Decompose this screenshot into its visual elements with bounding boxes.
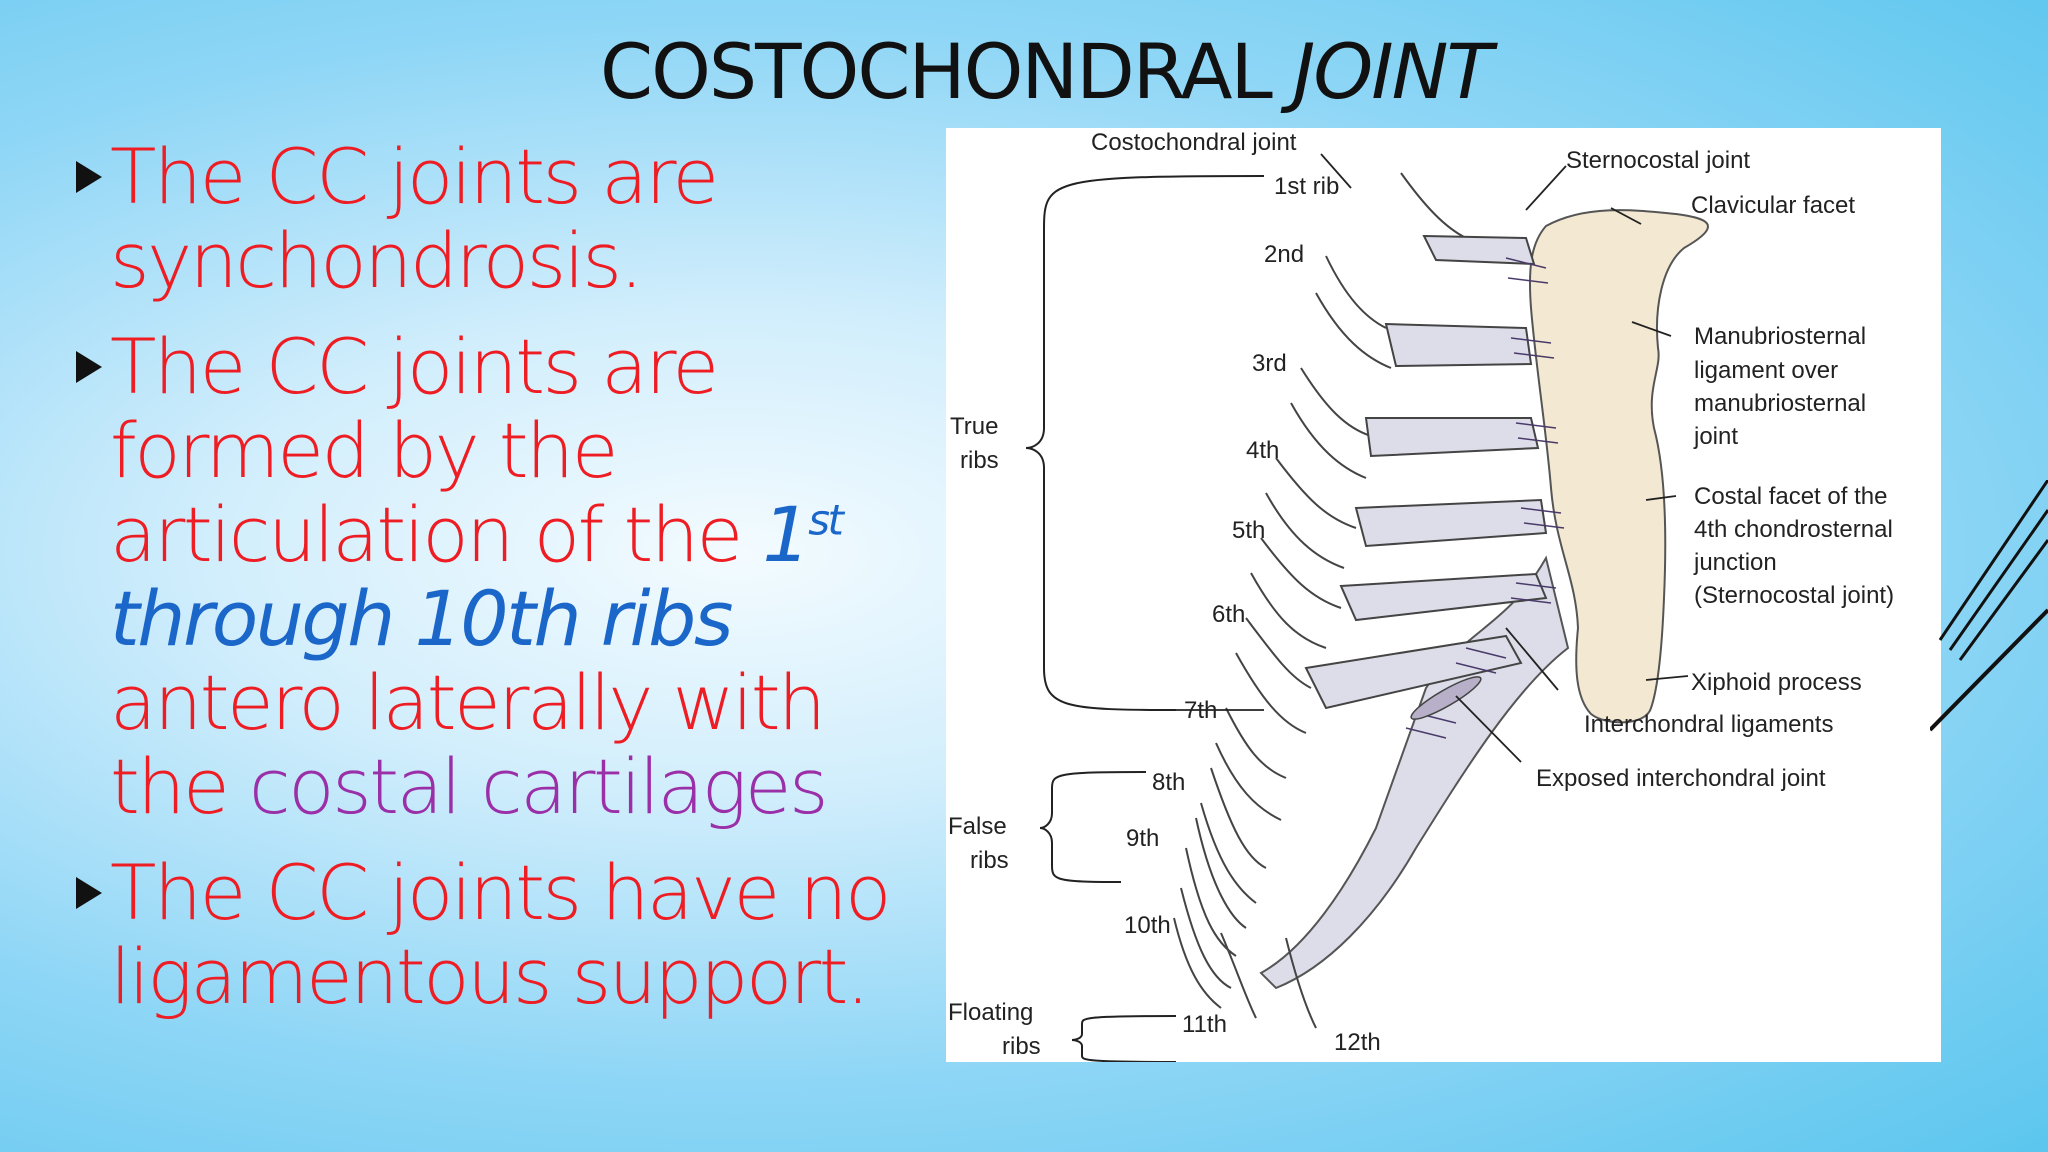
ordinal-number: 1 <box>762 490 810 579</box>
slide-title: COSTOCHONDRAL JOINT <box>600 22 1500 122</box>
rib-3 <box>1300 367 1372 437</box>
ribs-group <box>1173 172 1548 1029</box>
bullet-text-part: through 10th ribs <box>110 574 733 663</box>
rib-cage-diagram: Costochondral joint Sternocostal joint C… <box>948 129 1894 1062</box>
false-ribs-bracket <box>1039 771 1147 883</box>
label-manubriosternal-2: ligament over <box>1694 357 1838 384</box>
rib-5-lower <box>1250 572 1327 649</box>
costal-cartilage-band <box>1259 555 1570 990</box>
rib-6 <box>1245 617 1312 689</box>
bullet-item: The CC joints are synchondrosis. <box>70 135 940 303</box>
bullet-item: The CC joints have no ligamentous suppor… <box>70 851 940 1019</box>
label-manubriosternal-1: Manubriosternal <box>1694 323 1866 350</box>
bullet-highlight-blue: 1st through 10th ribs <box>110 490 844 663</box>
label-rib-2: 2nd <box>1264 241 1304 268</box>
label-rib-6: 6th <box>1212 601 1245 628</box>
true-ribs-bracket <box>1025 175 1265 711</box>
rib-1 <box>1400 172 1467 239</box>
rib-cage-figure: Costochondral joint Sternocostal joint C… <box>946 128 1941 1062</box>
rib-9 <box>1195 817 1247 929</box>
cartilage-4 <box>1354 498 1548 548</box>
label-false-ribs-1: False <box>948 813 1007 840</box>
label-floating-ribs-2: ribs <box>1002 1033 1041 1060</box>
title-italic: JOINT <box>1293 27 1493 116</box>
label-rib-7: 7th <box>1184 697 1217 724</box>
label-rib-3: 3rd <box>1252 350 1287 377</box>
label-rib-5: 5th <box>1232 517 1265 544</box>
rib-6-lower <box>1235 652 1307 734</box>
rib-2 <box>1325 255 1387 329</box>
bullet-highlight-purple: costal cartilages <box>248 742 829 831</box>
rib-12 <box>1285 937 1317 1029</box>
bullet-arrow-icon <box>76 161 102 193</box>
label-false-ribs-2: ribs <box>970 847 1009 874</box>
bullet-text: The CC joints have no ligamentous suppor… <box>110 848 892 1021</box>
rib-7-lower <box>1215 742 1282 821</box>
rib-2-lower <box>1315 292 1392 369</box>
title-main: COSTOCHONDRAL <box>600 27 1273 116</box>
label-rib-8: 8th <box>1152 769 1185 796</box>
label-exposed-interchondral-joint: Exposed interchondral joint <box>1536 765 1826 792</box>
label-rib-10: 10th <box>1124 912 1171 939</box>
label-rib-9: 9th <box>1126 825 1159 852</box>
floating-ribs-bracket <box>1071 1015 1177 1062</box>
bullet-text-part: antero laterally with the <box>110 658 826 831</box>
label-rib-1: 1st rib <box>1274 173 1339 200</box>
label-costal-facet-3: junction <box>1693 549 1777 576</box>
label-costochondral-joint: Costochondral joint <box>1091 129 1297 156</box>
cartilage-5 <box>1339 572 1548 622</box>
label-floating-ribs-1: Floating <box>948 999 1033 1026</box>
label-costal-facet-2: 4th chondrosternal <box>1694 516 1893 543</box>
label-true-ribs-2: ribs <box>960 447 999 474</box>
leader-lines <box>1176 153 1689 763</box>
label-costal-facet-4: (Sternocostal joint) <box>1694 582 1894 609</box>
cartilage-2 <box>1384 322 1533 368</box>
cartilage-1 <box>1422 234 1536 266</box>
label-sternocostal-joint: Sternocostal joint <box>1566 147 1750 174</box>
label-rib-12: 12th <box>1334 1029 1381 1056</box>
rib-11 <box>1220 932 1257 1019</box>
bullet-list: The CC joints are synchondrosis. The CC … <box>70 135 940 1041</box>
sternum-shape <box>1528 209 1709 724</box>
cartilage-3 <box>1364 417 1540 458</box>
cartilage-6 <box>1304 634 1523 710</box>
ordinal-suffix: st <box>808 495 844 545</box>
rib-8-lower <box>1200 802 1257 904</box>
rib-9-lower <box>1185 847 1237 957</box>
rib-8 <box>1210 767 1267 869</box>
ligament-hatching <box>1405 257 1565 739</box>
label-rib-11: 11th <box>1182 1011 1227 1038</box>
bullet-arrow-icon <box>76 351 102 383</box>
label-manubriosternal-4: joint <box>1693 423 1738 450</box>
label-costal-facet-1: Costal facet of the <box>1694 483 1887 510</box>
label-clavicular-facet: Clavicular facet <box>1691 192 1855 219</box>
exposed-interchondral-joint-shape <box>1410 676 1482 720</box>
label-xiphoid-process: Xiphoid process <box>1691 669 1862 696</box>
bullet-text: The CC joints are formed by the articula… <box>110 325 940 829</box>
label-interchondral-ligaments: Interchondral ligaments <box>1584 711 1833 738</box>
bullet-text-part: The CC joints are formed by the articula… <box>110 322 763 579</box>
bullet-text: The CC joints are synchondrosis. <box>110 132 719 305</box>
rib-10-lower <box>1173 917 1222 1009</box>
rib-4-lower <box>1265 492 1345 569</box>
rib-7 <box>1225 707 1287 779</box>
bullet-item: The CC joints are formed by the articula… <box>70 325 940 829</box>
bullet-arrow-icon <box>76 877 102 909</box>
rib-5 <box>1260 537 1342 609</box>
rib-3-lower <box>1290 402 1367 479</box>
label-rib-4: 4th <box>1246 437 1279 464</box>
label-manubriosternal-3: manubriosternal <box>1694 390 1866 417</box>
rib-10 <box>1180 887 1232 989</box>
label-true-ribs-1: True <box>950 413 998 440</box>
corner-decoration-lines <box>1930 480 2048 732</box>
rib-4 <box>1275 457 1357 529</box>
